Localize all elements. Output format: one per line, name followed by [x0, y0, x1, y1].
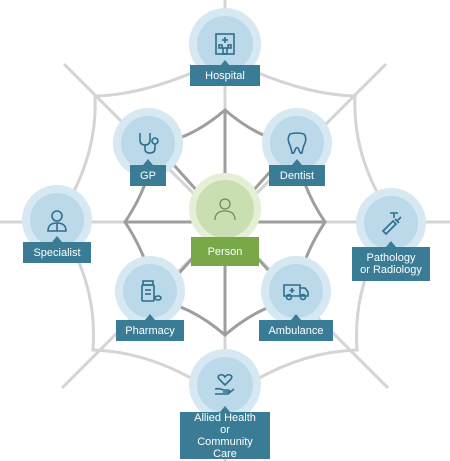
label-pointer — [292, 159, 302, 165]
dentist-label: Dentist — [269, 165, 325, 186]
person-label: Person — [191, 237, 259, 266]
label-line: or Radiology — [360, 264, 422, 276]
person-icon — [196, 180, 254, 238]
label-line: Community Care — [197, 435, 253, 460]
medicine-bottle-icon — [123, 264, 177, 318]
hospital-label: Hospital — [190, 65, 260, 86]
specialist-label: Specialist — [23, 242, 91, 263]
heart-hand-icon — [197, 357, 253, 413]
pharmacy-label: Pharmacy — [116, 320, 184, 341]
label-pointer — [145, 314, 155, 320]
label-line: Allied Health — [194, 411, 256, 424]
label-pointer — [220, 406, 230, 412]
label-pointer — [386, 241, 396, 247]
label-pointer — [143, 159, 153, 165]
label-line: or — [220, 423, 230, 436]
ambulance-icon — [269, 264, 323, 318]
label-pointer — [220, 60, 230, 66]
label-pointer — [52, 236, 62, 242]
label-line: Pathology — [366, 252, 416, 264]
label-pointer — [291, 314, 301, 320]
gp-label: GP — [130, 165, 166, 186]
ambulance-label: Ambulance — [259, 320, 333, 341]
